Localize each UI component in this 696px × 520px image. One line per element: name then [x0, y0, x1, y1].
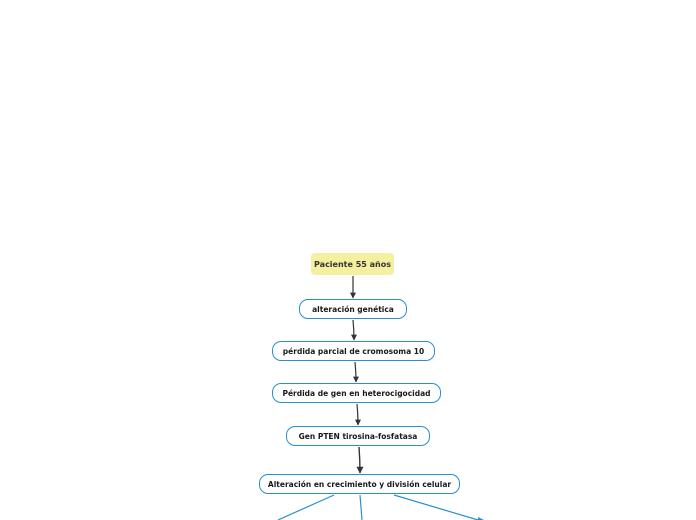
branch-arrow-right [478, 517, 484, 520]
node-partial-chromosome-loss[interactable]: pérdida parcial de cromosoma 10 [272, 341, 435, 361]
root-node-patient[interactable]: Paciente 55 años [311, 253, 394, 275]
arrow-n3-n4 [354, 403, 361, 426]
node-heterozygosity-gene-loss[interactable]: Pérdida de gen en heterocigocidad [272, 383, 441, 403]
node-pten-gene[interactable]: Gen PTEN tirosina-fosfatasa [286, 426, 430, 446]
branch-line-right [393, 494, 479, 520]
arrow-n1-n2 [350, 319, 357, 341]
branch-line-center [359, 494, 363, 520]
branch-line-left [277, 494, 335, 520]
node-cell-growth-alteration[interactable]: Alteración en crecimiento y división cel… [259, 474, 460, 494]
arrow-n2-n3 [352, 361, 359, 383]
arrow-n4-n5 [356, 446, 364, 474]
node-genetic-alteration[interactable]: alteración genética [299, 299, 407, 319]
